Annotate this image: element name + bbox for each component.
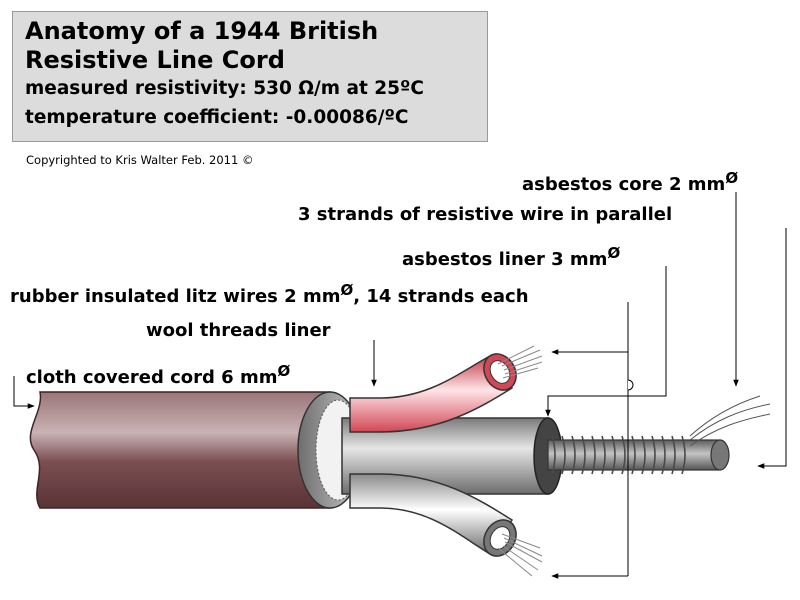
outer-jacket — [29, 391, 331, 509]
diameter-symbol: Ø — [725, 169, 739, 187]
label-litz-wires: rubber insulated litz wires 2 mmØ, 14 st… — [10, 281, 529, 307]
copyright-text: Copyrighted to Kris Walter Feb. 2011 © — [26, 153, 254, 167]
title-box: Anatomy of a 1944 British Resistive Line… — [12, 11, 488, 142]
leader-lines — [13, 192, 787, 579]
red-litz-wire — [349, 355, 514, 433]
diameter-symbol: Ø — [340, 281, 354, 299]
resistive-wire-coil — [551, 435, 686, 475]
title-line-1: Anatomy of a 1944 British — [25, 17, 379, 45]
resistivity-text: measured resistivity: 530 Ω/m at 25ºC — [25, 78, 424, 99]
label-cloth-cord: cloth covered cord 6 mmØ — [26, 362, 291, 388]
title-line-2: Resistive Line Cord — [25, 46, 285, 74]
label-resistive-wire: 3 strands of resistive wire in parallel — [298, 204, 673, 225]
diameter-symbol: Ø — [607, 244, 621, 262]
label-wool-liner: wool threads liner — [146, 320, 331, 341]
temp-coefficient-text: temperature coefficient: -0.00086/ºC — [25, 107, 409, 128]
label-asbestos-liner: asbestos liner 3 mmØ — [402, 244, 621, 270]
diameter-symbol: Ø — [277, 362, 291, 380]
label-asbestos-core: asbestos core 2 mmØ — [522, 169, 739, 195]
